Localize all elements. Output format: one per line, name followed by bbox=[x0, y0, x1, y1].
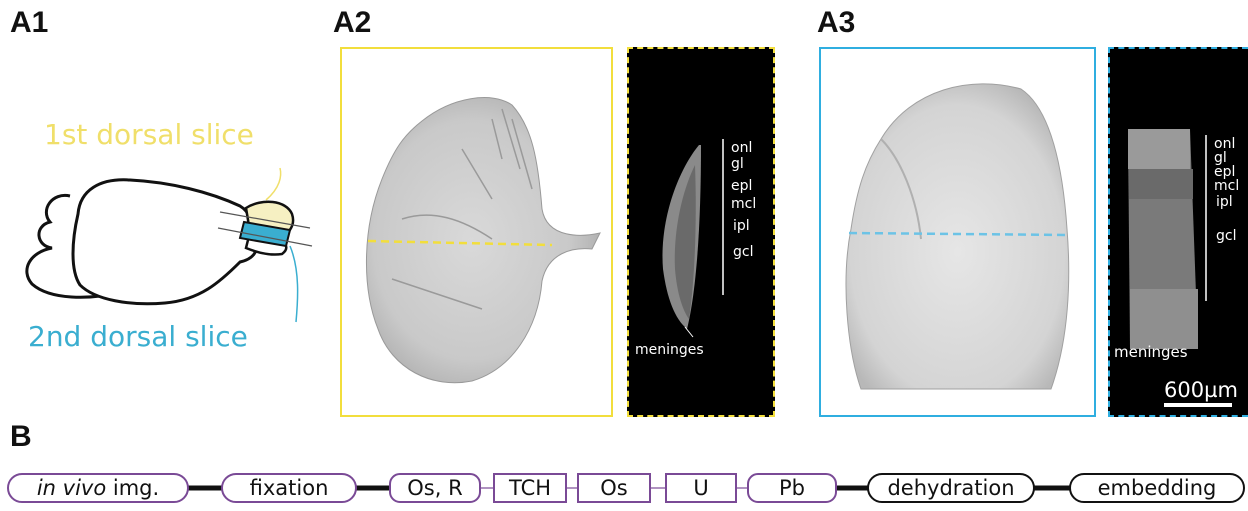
a2-ridges bbox=[391, 108, 533, 310]
a2-label-gl: gl bbox=[731, 156, 744, 172]
pipeline-diagram bbox=[7, 473, 1245, 503]
step-box-tch bbox=[493, 473, 567, 503]
panel-label-a1: A1 bbox=[10, 6, 49, 39]
a3-label-epl: epl bbox=[1214, 164, 1236, 180]
step-os: Os bbox=[600, 476, 628, 500]
a2-label-mcl: mcl bbox=[731, 196, 757, 212]
a2-slice-line bbox=[367, 239, 553, 247]
a2-section-image bbox=[662, 139, 724, 338]
a2-section-inner bbox=[674, 165, 696, 319]
slice-line-1 bbox=[219, 211, 311, 229]
step-box-fixation bbox=[221, 473, 357, 503]
step-box-u bbox=[665, 473, 737, 503]
a3-label-ipl: ipl bbox=[1216, 194, 1233, 210]
step-os-r: Os, R bbox=[407, 476, 463, 500]
step-in-vivo: in vivo img. bbox=[8, 476, 188, 500]
a2-label-ipl: ipl bbox=[733, 218, 750, 234]
step-embedding: embedding bbox=[1097, 476, 1217, 500]
step-box-os-r bbox=[389, 473, 481, 503]
panel-label-a2: A2 bbox=[333, 6, 372, 39]
a2-tissue bbox=[365, 97, 601, 384]
step-box-pb bbox=[747, 473, 837, 503]
a2-label-gcl: gcl bbox=[733, 244, 754, 260]
a3-volume-frame bbox=[819, 47, 1096, 417]
a3-label-meninges: meninges bbox=[1114, 343, 1188, 361]
a2-meninges-leader bbox=[684, 326, 694, 338]
a3-label-gl: gl bbox=[1214, 150, 1227, 166]
step-u: U bbox=[693, 476, 709, 500]
a3-slice-line bbox=[848, 231, 1070, 237]
brain-schematic bbox=[25, 167, 313, 323]
a2-volume-render bbox=[365, 97, 601, 384]
step-in-vivo-rest: img. bbox=[106, 476, 160, 500]
step-in-vivo-italic: in vivo bbox=[36, 476, 107, 500]
step-box-os bbox=[577, 473, 651, 503]
a3-section-image bbox=[1128, 129, 1232, 407]
panel-label-b: B bbox=[10, 420, 32, 453]
a3-volume-render bbox=[845, 83, 1070, 390]
first-slice-label: 1st dorsal slice bbox=[44, 118, 254, 151]
a3-section-base bbox=[1130, 289, 1198, 349]
a2-section-frame: onl gl epl mcl ipl gcl meninges bbox=[627, 47, 775, 417]
a3-section-band-2 bbox=[1129, 169, 1193, 199]
step-box-in-vivo bbox=[7, 473, 189, 503]
a3-edge bbox=[880, 138, 922, 240]
a3-tissue bbox=[845, 83, 1070, 390]
step-dehydration: dehydration bbox=[887, 476, 1015, 500]
leader-second bbox=[289, 245, 299, 323]
a3-section-frame: onl gl epl mcl ipl gcl meninges 600µm bbox=[1108, 47, 1248, 417]
a2-volume-frame bbox=[340, 47, 613, 417]
a3-section-band bbox=[1128, 129, 1190, 169]
a3-label-mcl: mcl bbox=[1214, 178, 1240, 194]
step-fixation: fixation bbox=[249, 476, 329, 500]
a3-label-gcl: gcl bbox=[1216, 228, 1237, 244]
step-box-dehydration bbox=[867, 473, 1035, 503]
brain-outline bbox=[71, 178, 258, 306]
a2-label-onl: onl bbox=[731, 140, 753, 156]
leader-first bbox=[265, 167, 282, 201]
panel-label-a3: A3 bbox=[817, 6, 856, 39]
slice-line-2 bbox=[217, 227, 313, 247]
step-pb: Pb bbox=[779, 476, 805, 500]
second-slice-label: 2nd dorsal slice bbox=[28, 320, 248, 353]
step-box-embedding bbox=[1069, 473, 1245, 503]
a2-label-meninges: meninges bbox=[635, 342, 704, 358]
step-tch: TCH bbox=[508, 476, 552, 500]
a2-label-epl: epl bbox=[731, 178, 753, 194]
a3-label-onl: onl bbox=[1214, 136, 1236, 152]
scale-bar-label: 600µm bbox=[1164, 378, 1238, 402]
